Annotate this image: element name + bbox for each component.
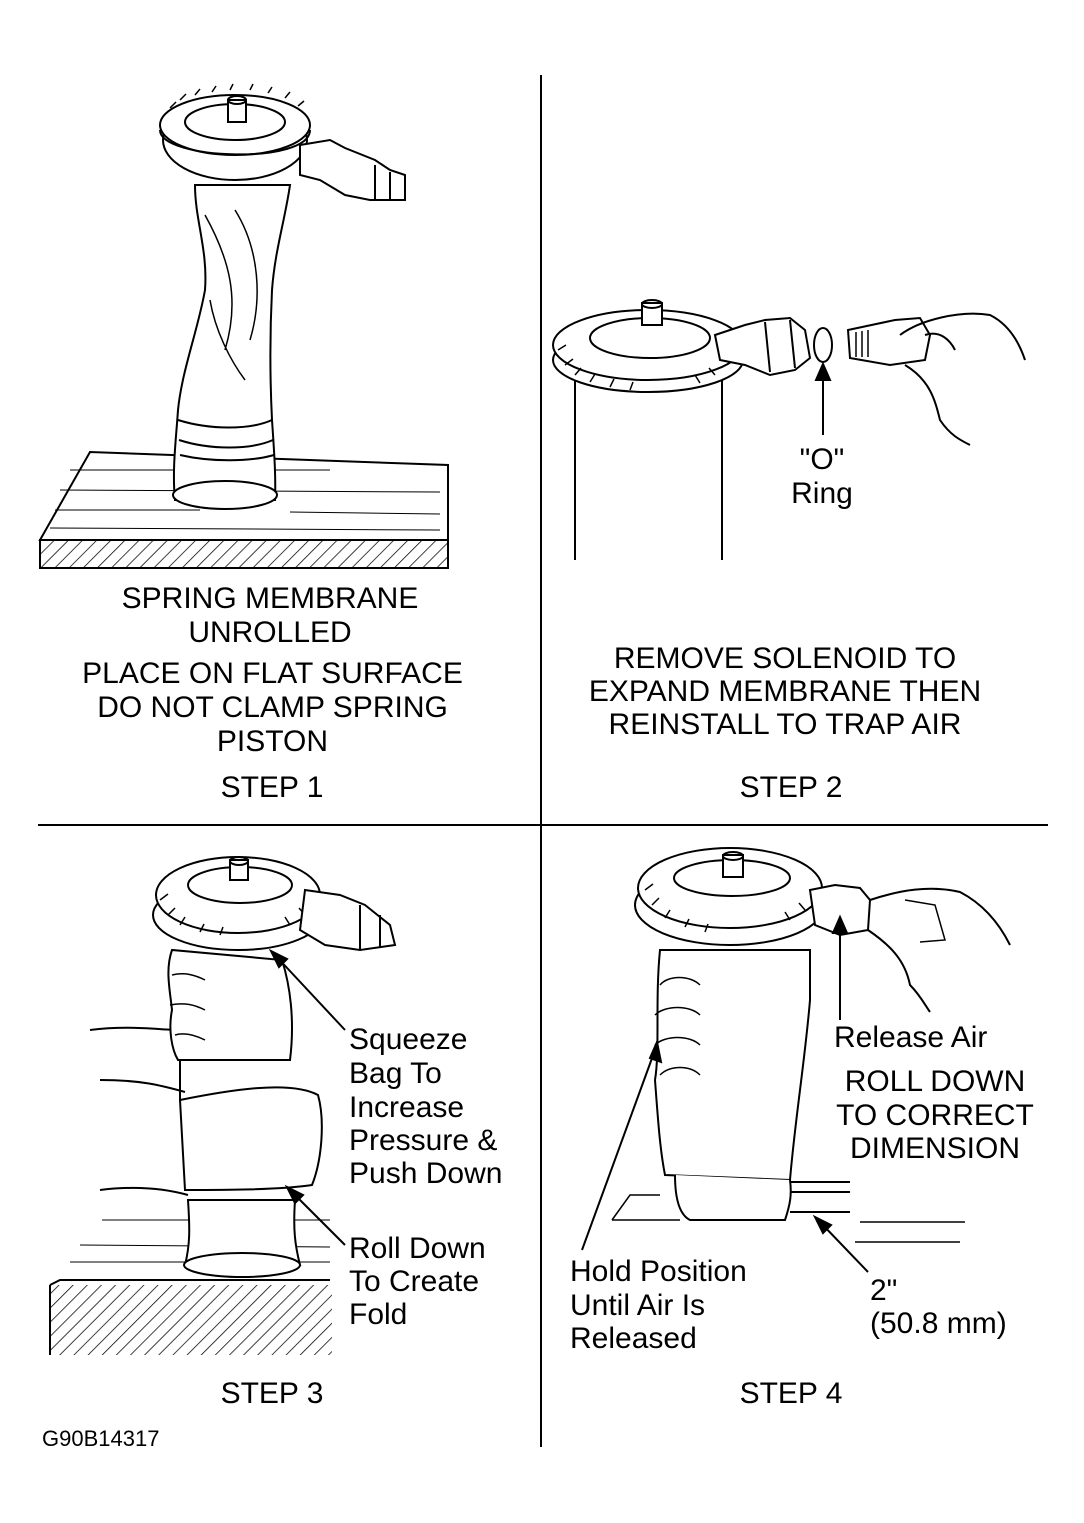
step1-caption-line1: SPRING MEMBRANE bbox=[121, 582, 419, 615]
step4-roll-line3: DIMENSION bbox=[849, 1132, 1020, 1165]
dimension-label-line1: 2" bbox=[870, 1274, 898, 1307]
step1-caption-line3: PLACE ON FLAT SURFACE bbox=[82, 657, 463, 690]
hold-label-line1: Hold Position bbox=[570, 1255, 747, 1288]
squeeze-label-line3: Increase bbox=[349, 1091, 465, 1124]
step3-label: STEP 3 bbox=[220, 1377, 324, 1410]
step4-roll-line2: TO CORRECT bbox=[836, 1099, 1034, 1132]
step2-label: STEP 2 bbox=[739, 771, 843, 804]
step1-illustration bbox=[38, 83, 449, 569]
step1-caption-line2: UNROLLED bbox=[188, 616, 352, 649]
step4-illustration bbox=[581, 847, 1011, 1273]
squeeze-label-line4: Pressure & bbox=[349, 1124, 498, 1157]
step1-label: STEP 1 bbox=[220, 771, 324, 804]
squeeze-label-line2: Bag To bbox=[349, 1057, 442, 1090]
vertical-divider bbox=[540, 75, 542, 1447]
roll-fold-label-line1: Roll Down bbox=[349, 1232, 486, 1265]
oring-label-line2: Ring bbox=[791, 477, 853, 510]
figure-id: G90B14317 bbox=[42, 1426, 160, 1451]
hold-label-line3: Released bbox=[570, 1322, 697, 1355]
step2-caption-line2: EXPAND MEMBRANE THEN bbox=[588, 675, 982, 708]
step3-illustration bbox=[49, 856, 397, 1355]
step2-illustration bbox=[552, 299, 1026, 560]
roll-fold-label-line3: Fold bbox=[349, 1298, 408, 1331]
dimension-label-line2: (50.8 mm) bbox=[870, 1307, 1007, 1340]
oring-label-line1: "O" bbox=[799, 443, 845, 476]
step2-caption-line3: REINSTALL TO TRAP AIR bbox=[608, 708, 962, 741]
roll-fold-label-line2: To Create bbox=[349, 1265, 480, 1298]
step1-caption-line4: DO NOT CLAMP SPRING bbox=[97, 691, 448, 724]
release-air-label: Release Air bbox=[834, 1021, 988, 1054]
step2-caption-line1: REMOVE SOLENOID TO bbox=[613, 642, 957, 675]
step4-roll-line1: ROLL DOWN bbox=[844, 1065, 1026, 1098]
horizontal-divider bbox=[38, 824, 1048, 826]
hold-label-line2: Until Air Is bbox=[570, 1289, 706, 1322]
squeeze-label-line1: Squeeze bbox=[349, 1023, 468, 1056]
step1-caption-line5: PISTON bbox=[216, 725, 329, 758]
squeeze-label-line5: Push Down bbox=[349, 1157, 503, 1190]
step4-label: STEP 4 bbox=[739, 1377, 843, 1410]
